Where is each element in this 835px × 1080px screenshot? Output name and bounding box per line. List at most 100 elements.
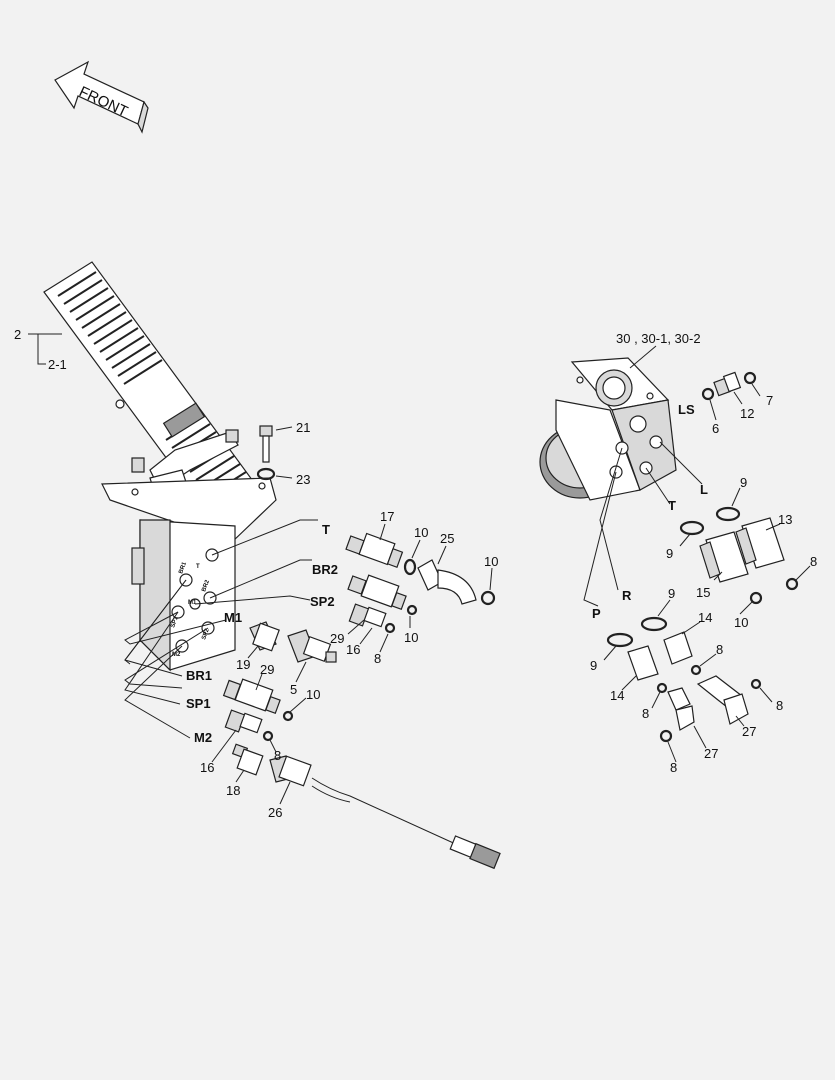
- callout-6: 6: [712, 421, 719, 436]
- port-leaders-left: [124, 519, 318, 739]
- callout-10b: 10: [484, 554, 498, 569]
- fitting-br2: [347, 574, 407, 611]
- callout-5: 5: [290, 682, 297, 697]
- port-t-right: T: [668, 498, 676, 513]
- callout-10a: 10: [414, 525, 428, 540]
- port-l: L: [700, 482, 708, 497]
- callout-13: 13: [778, 512, 792, 527]
- callout-16a: 16: [346, 642, 360, 657]
- front-arrow-icon: FRONT: [54, 60, 149, 134]
- fitting-18: [231, 743, 264, 776]
- oring-8f: [659, 729, 673, 743]
- pressure-switch-26: [269, 755, 501, 870]
- callout-9d: 9: [590, 658, 597, 673]
- fitting-14b: [627, 645, 659, 681]
- callout-27a: 27: [742, 724, 756, 739]
- callout-9b: 9: [666, 546, 673, 561]
- callout-15: 15: [696, 585, 710, 600]
- fitting-17: [345, 532, 404, 568]
- port-t-left: T: [322, 522, 330, 537]
- callout-18: 18: [226, 783, 240, 798]
- oring-8b: [262, 730, 274, 742]
- oring-7: [743, 371, 757, 385]
- fitting-5: [287, 629, 337, 663]
- callout-2: 2: [14, 327, 21, 342]
- oring-8a: [384, 622, 396, 634]
- block-mark-m1: M1: [188, 600, 197, 606]
- port-m1: M1: [224, 610, 242, 625]
- port-ls: LS: [678, 402, 695, 417]
- oring-10d: [282, 710, 294, 722]
- brake-pedal-assembly: T BR1 BR2 M1 SP1 SP2 M2: [43, 261, 277, 672]
- fitting-13: [735, 517, 785, 569]
- callout-9c: 9: [668, 586, 675, 601]
- port-br1: BR1: [186, 668, 212, 683]
- callout-21: 21: [296, 420, 310, 435]
- fitting-19: [249, 621, 280, 652]
- callout-23: 23: [296, 472, 310, 487]
- bolt-21: [259, 425, 273, 463]
- block-mark-sp2: SP2: [201, 627, 211, 640]
- oring-10e: [749, 591, 763, 605]
- callout-8c: 8: [810, 554, 817, 569]
- oring-10a: [403, 558, 417, 576]
- oring-9c: [640, 616, 668, 632]
- callout-30: 30 , 30-1, 30-2: [616, 331, 701, 346]
- oring-9a: [715, 506, 741, 522]
- callout-2-1: 2-1: [48, 357, 67, 372]
- elbow-27a: [667, 687, 695, 731]
- callout-19: 19: [236, 657, 250, 672]
- oring-8d: [690, 664, 702, 676]
- callout-9a: 9: [740, 475, 747, 490]
- callout-26: 26: [268, 805, 282, 820]
- fitting-14a: [663, 631, 693, 665]
- port-sp1: SP1: [186, 696, 211, 711]
- steering-unit-30: [539, 357, 677, 501]
- port-sp2: SP2: [310, 594, 335, 609]
- callout-10e: 10: [734, 615, 748, 630]
- callout-25: 25: [440, 531, 454, 546]
- block-mark-sp1: SP1: [170, 615, 180, 628]
- port-m2: M2: [194, 730, 212, 745]
- oring-9d: [606, 632, 634, 648]
- port-leaders-right: [583, 441, 703, 607]
- fitting-br1: [222, 678, 281, 715]
- oring-8e: [656, 682, 668, 694]
- port-labels: T BR2 SP2 M1 BR1 SP1 M2 LS L T R P: [186, 402, 708, 745]
- callout-8a: 8: [374, 651, 381, 666]
- callout-8d: 8: [716, 642, 723, 657]
- callout-27b: 27: [704, 746, 718, 761]
- callout-labels: 2 2-1 21 23 17 10 25 10 29 16 10 8 19 5 …: [14, 327, 817, 820]
- fitting-12: [713, 371, 742, 397]
- fitting-15: [699, 531, 749, 583]
- callout-10d: 10: [306, 687, 320, 702]
- callout-7: 7: [766, 393, 773, 408]
- block-mark-t: T: [196, 564, 200, 570]
- callout-12: 12: [740, 406, 754, 421]
- callout-29a: 29: [330, 631, 344, 646]
- callout-17: 17: [380, 509, 394, 524]
- callout-8b: 8: [274, 748, 281, 763]
- fitting-sp1: [224, 709, 263, 734]
- port-br2: BR2: [312, 562, 338, 577]
- callout-14b: 14: [610, 688, 624, 703]
- callout-8e: 8: [642, 706, 649, 721]
- callout-29b: 29: [260, 662, 274, 677]
- block-mark-br2: BR2: [201, 579, 211, 593]
- oring-8c: [785, 577, 799, 591]
- block-mark-m2: M2: [172, 652, 181, 658]
- port-p: P: [592, 606, 601, 621]
- callout-8f: 8: [776, 698, 783, 713]
- callout-14a: 14: [698, 610, 712, 625]
- oring-6: [701, 387, 715, 401]
- callout-leaders: [28, 333, 811, 805]
- oring-8g: [750, 678, 762, 690]
- port-r: R: [622, 588, 632, 603]
- fitting-25: [417, 559, 477, 605]
- oring-10b: [480, 590, 496, 606]
- fitting-29-16: [348, 603, 387, 628]
- callout-16b: 16: [200, 760, 214, 775]
- callout-8g: 8: [670, 760, 677, 775]
